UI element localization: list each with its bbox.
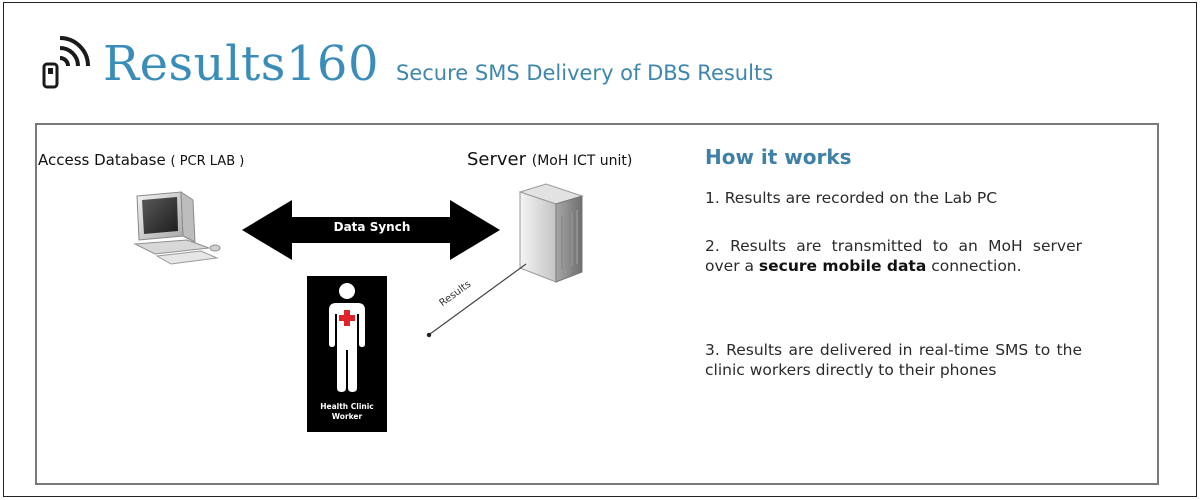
worker-caption-line1: Health Clinic xyxy=(320,402,374,411)
step-2-bold: secure mobile data xyxy=(758,257,927,275)
step-2-text: 2. Results are transmitted to an MoH ser… xyxy=(705,236,1082,276)
server-tower-icon xyxy=(518,183,584,283)
health-worker-icon xyxy=(329,283,365,392)
server-label: Server (MoH ICT unit) xyxy=(467,149,632,170)
step-3-text: 3. Results are delivered in real-time SM… xyxy=(705,341,1082,379)
access-database-subtitle: ( PCR LAB ) xyxy=(170,154,245,169)
worker-caption-line2: Worker xyxy=(331,412,363,421)
access-database-title: Access Database xyxy=(38,151,166,169)
slide-header: Results160 Secure SMS Delivery of DBS Re… xyxy=(0,0,1202,110)
step-2-after: connection. xyxy=(926,257,1022,275)
desktop-computer-icon xyxy=(133,191,221,265)
content-panel xyxy=(35,123,1159,485)
data-synch-arrow xyxy=(242,200,500,260)
step-1-text: 1. Results are recorded on the Lab PC xyxy=(705,189,998,207)
step-2-before: 2. Results are transmitted to an MoH ser… xyxy=(705,237,1082,275)
server-title: Server xyxy=(467,149,527,170)
server-subtitle: (MoH ICT unit) xyxy=(531,153,633,169)
access-database-label: Access Database ( PCR LAB ) xyxy=(38,151,244,169)
tagline: Secure SMS Delivery of DBS Results xyxy=(396,61,774,85)
data-synch-label: Data Synch xyxy=(333,220,411,234)
brand-name: Results160 xyxy=(103,36,379,92)
how-it-works-title: How it works xyxy=(705,145,852,169)
phone-signal-icon xyxy=(42,36,90,89)
results-arrow xyxy=(426,263,527,338)
